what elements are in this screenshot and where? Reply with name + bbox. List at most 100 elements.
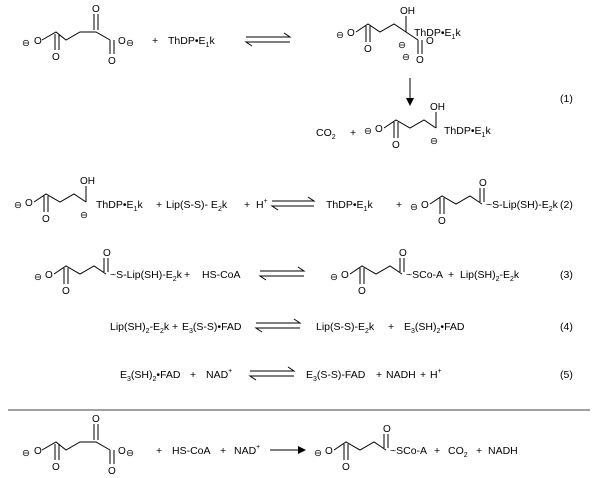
superscript-plus: + (228, 368, 232, 375)
subscript-1: 1 (134, 206, 138, 213)
oh-label: OH (430, 102, 445, 113)
k-text: k (222, 199, 228, 211)
plus-sign: + (184, 269, 190, 281)
carbonyl-double-bond (63, 268, 69, 284)
oxygen-label: O (325, 446, 333, 457)
svg-text:NAD+: NAD+ (234, 444, 260, 457)
plus-sign: + (172, 321, 178, 333)
negative-charge: ⊖ (22, 448, 30, 459)
subscript-2: 2 (437, 328, 441, 335)
e-text: E (120, 369, 127, 381)
svg-text:~S-Lip(SH)-E2k: ~S-Lip(SH)-E2k (486, 199, 559, 213)
hs-coa-text: HS-CoA (172, 445, 211, 457)
oxoglutarate-structure-1: ⊖ O O O O O ⊖ (22, 4, 134, 67)
equation-number-5: (5) (560, 369, 573, 381)
oxygen-label: O (62, 286, 70, 297)
superscript-plus: + (264, 198, 268, 205)
negative-charge: ⊖ (22, 38, 30, 49)
equation-number-4: (4) (560, 321, 573, 333)
oxygen-label: O (108, 466, 116, 477)
carbon-chain-bond (53, 265, 107, 275)
k-text: k (553, 199, 559, 211)
nad-text: NAD (206, 369, 229, 381)
subscript-2: 2 (160, 328, 164, 335)
negative-charge: ⊖ (126, 448, 134, 459)
oxygen-label: O (108, 56, 116, 67)
carbonyl-double-bond (359, 268, 365, 284)
thdp-e-text: ThDP•E (414, 27, 452, 39)
oxygen-label: O (364, 44, 372, 55)
hs-coa-text: HS-CoA (202, 269, 241, 281)
svg-text:ThDP•E1k: ThDP•E1k (444, 125, 491, 139)
plus-sign: + (448, 269, 454, 281)
hydroxy-intermediate-1: ⊖ O O OH ⊖ ThDP•E1k (364, 102, 491, 151)
thdp-e1k-reactant: ThDP•E1k (168, 35, 215, 49)
equation-number-2: (2) (560, 199, 573, 211)
k-text: k (369, 321, 375, 333)
svg-text:CO2: CO2 (448, 445, 468, 459)
subscript-1: 1 (452, 34, 456, 41)
superscript-plus: + (438, 368, 442, 375)
oxygen-label: O (358, 286, 366, 297)
plus-sign: + (388, 321, 394, 333)
fad-text: •FAD (440, 321, 465, 333)
negative-charge: ⊖ (34, 272, 42, 283)
carbonyl-double-bond (109, 450, 115, 464)
negative-charge: ⊖ (430, 136, 438, 147)
k-text: k (514, 269, 520, 281)
succinyl-lipoamide-structure-2: ⊖ O O O ~S-Lip(SH)-E2k (410, 178, 559, 227)
thioester-carbonyl-bond (399, 258, 405, 272)
k-text: k (164, 321, 170, 333)
oxidized-lipoamide-text: Lip(S-S)-E (316, 321, 365, 333)
dithiol-text: (SH) (131, 369, 153, 381)
plus-sign: + (396, 199, 402, 211)
plus-sign: + (244, 199, 250, 211)
thioester-carbonyl-bond (103, 258, 109, 272)
carbonyl-double-bond (393, 122, 399, 138)
svg-text:ThDP•E1k: ThDP•E1k (96, 199, 143, 213)
succinyl-coa-structure-3: ⊖ O O O ~SCo-A (330, 248, 443, 297)
plus-sign: + (152, 35, 158, 47)
oxygen-label: O (342, 462, 350, 473)
e-text: -E (150, 321, 161, 333)
svg-text:E3(S-S)-FAD: E3(S-S)-FAD (306, 369, 366, 383)
negative-charge: ⊖ (398, 40, 406, 51)
svg-text:E3(S-S)•FAD: E3(S-S)•FAD (182, 321, 242, 335)
svg-text:NAD+: NAD+ (206, 368, 232, 381)
carbonyl-double-bond (109, 40, 115, 54)
svg-text:ThDP•E1k: ThDP•E1k (326, 199, 373, 213)
carboxylate-bond (405, 31, 419, 41)
nad-text: NAD (234, 445, 257, 457)
equilibrium-arrow-3 (258, 266, 306, 281)
carbonyl-double-bond (365, 26, 371, 42)
carbonyl-double-bond (43, 196, 49, 212)
oxygen-label: O (438, 216, 446, 227)
thdp-e-text: ThDP•E (444, 125, 482, 137)
k-text: k (485, 125, 491, 137)
oxygen-label: O (52, 462, 60, 473)
oh-label: OH (80, 176, 95, 187)
succinyl-coa-structure-overall: ⊖ O O O ~SCo-A (314, 424, 427, 473)
e-text: E (404, 321, 411, 333)
subscript-3: 3 (127, 376, 131, 383)
k-text: k (455, 27, 461, 39)
carbonyl-double-bond (54, 34, 60, 50)
plus-sign: + (420, 369, 426, 381)
subscript-2: 2 (365, 328, 369, 335)
oxygen-label: O (375, 124, 383, 135)
svg-text:E3(SH)2•FAD: E3(SH)2•FAD (120, 369, 181, 383)
oxygen-label: O (52, 52, 60, 63)
sco-a-text: ~SCo-A (406, 269, 443, 281)
subscript-1: 1 (206, 42, 210, 49)
k-text: k (209, 35, 215, 47)
oxygen-label: O (92, 414, 100, 425)
carbonyl-double-bond (439, 198, 445, 214)
negative-charge: ⊖ (364, 126, 372, 137)
equilibrium-arrow-4 (254, 318, 302, 333)
oh-label: OH (400, 6, 415, 17)
s-lipoamide-text: ~S-Lip(SH)-E (486, 199, 549, 211)
carbon-chain-bond (349, 265, 403, 275)
svg-text:E3(SH)2•FAD: E3(SH)2•FAD (404, 321, 465, 335)
plus-sign: + (220, 445, 226, 457)
